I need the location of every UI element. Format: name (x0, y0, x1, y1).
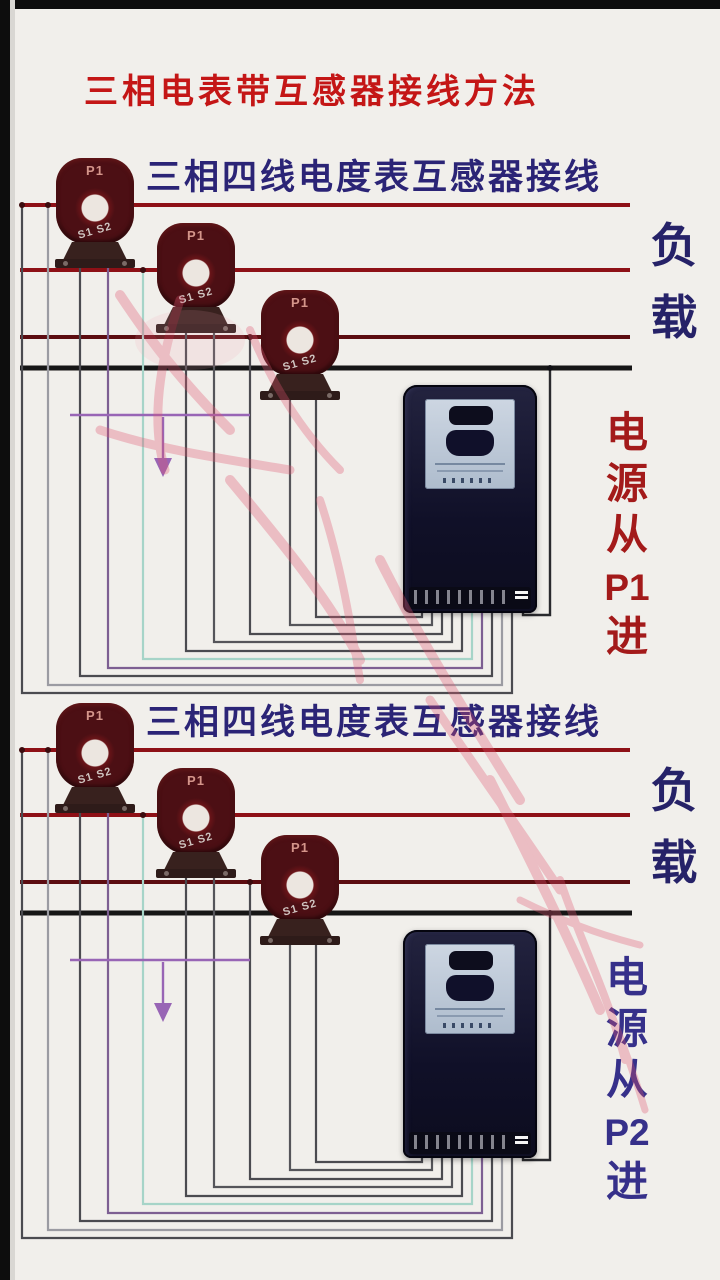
ct-bracket (164, 852, 228, 870)
diagram-header: 三相四线电度表互感器接线 (146, 158, 603, 197)
ct-bracket (63, 787, 127, 805)
meter-display-window-1 (449, 951, 493, 970)
ct-bracket (268, 919, 332, 937)
meter-face-line (435, 1008, 505, 1010)
current-transformer: P1 S1 S2 (55, 703, 135, 815)
ct-base (156, 324, 236, 333)
source-char: 进 (605, 615, 648, 661)
meter-terminal-marks (515, 591, 528, 600)
current-transformer: P1 S1 S2 (156, 768, 236, 880)
ct-p1-label: P1 (187, 773, 205, 788)
ct-ring: P1 S1 S2 (56, 158, 134, 244)
ct-ring: P1 S1 S2 (261, 290, 339, 376)
meter-display-window-1 (449, 406, 493, 425)
meter-terminal-studs (414, 590, 512, 604)
energy-meter (403, 930, 537, 1158)
current-transformer: P1 S1 S2 (156, 223, 236, 335)
ct-base (260, 391, 340, 400)
load-label: 负 载 (645, 756, 703, 900)
source-char: P2 (604, 1112, 650, 1153)
current-transformer: P1 S1 S2 (55, 158, 135, 270)
diagram-header: 三相四线电度表互感器接线 (146, 703, 603, 742)
meter-face-line (435, 463, 505, 465)
ct-ring: P1 S1 S2 (157, 223, 235, 309)
meter-face-line (437, 1015, 503, 1017)
meter-face-marks (443, 478, 497, 483)
meter-face-marks (443, 1023, 497, 1028)
load-label: 负 载 (645, 211, 703, 355)
ct-p1-label: P1 (291, 295, 309, 310)
ct-ring: P1 S1 S2 (157, 768, 235, 854)
ct-p1-label: P1 (291, 840, 309, 855)
ct-bracket (164, 307, 228, 325)
ct-p1-label: P1 (86, 708, 104, 723)
meter-display-window-2 (446, 430, 494, 456)
diagram-p1: 三相四线电度表互感器接线 P1 S1 S2 P1 S1 S2 P1 S1 S2 (0, 145, 720, 710)
meter-display-window-2 (446, 975, 494, 1001)
meter-face (425, 944, 515, 1034)
meter-terminal-studs (414, 1135, 512, 1149)
page-title: 三相电表带互感器接线方法 (84, 73, 540, 111)
meter-face-line (437, 470, 503, 472)
source-char: 源 (605, 462, 648, 508)
source-label: 电 源 从 P1 进 (596, 409, 658, 664)
load-char: 负 (650, 766, 698, 818)
left-border (0, 0, 10, 1280)
source-char: 从 (605, 513, 648, 559)
energy-meter (403, 385, 537, 613)
ct-bracket (63, 242, 127, 260)
meter-terminal-strip (409, 587, 531, 609)
ct-ring: P1 S1 S2 (261, 835, 339, 921)
source-char: P1 (604, 567, 650, 608)
source-char: 从 (605, 1058, 648, 1104)
source-char: 电 (605, 411, 648, 457)
ct-base (55, 259, 135, 268)
load-char: 载 (650, 293, 698, 345)
meter-terminal-marks (515, 1136, 528, 1145)
left-border-strip (10, 0, 15, 1280)
ct-bracket (268, 374, 332, 392)
source-label: 电 源 从 P2 进 (596, 954, 658, 1209)
meter-terminal-strip (409, 1132, 531, 1154)
diagram-p2: 三相四线电度表互感器接线 P1 S1 S2 P1 S1 S2 P1 S1 S2 (0, 690, 720, 1255)
source-char: 进 (605, 1160, 648, 1206)
top-border (0, 0, 720, 9)
ct-base (156, 869, 236, 878)
load-char: 载 (650, 838, 698, 890)
ct-p1-label: P1 (86, 163, 104, 178)
load-char: 负 (650, 221, 698, 273)
meter-face (425, 399, 515, 489)
current-transformer: P1 S1 S2 (260, 835, 340, 947)
source-char: 源 (605, 1007, 648, 1053)
ct-p1-label: P1 (187, 228, 205, 243)
ct-ring: P1 S1 S2 (56, 703, 134, 789)
source-char: 电 (605, 956, 648, 1002)
current-transformer: P1 S1 S2 (260, 290, 340, 402)
ct-base (260, 936, 340, 945)
ct-base (55, 804, 135, 813)
